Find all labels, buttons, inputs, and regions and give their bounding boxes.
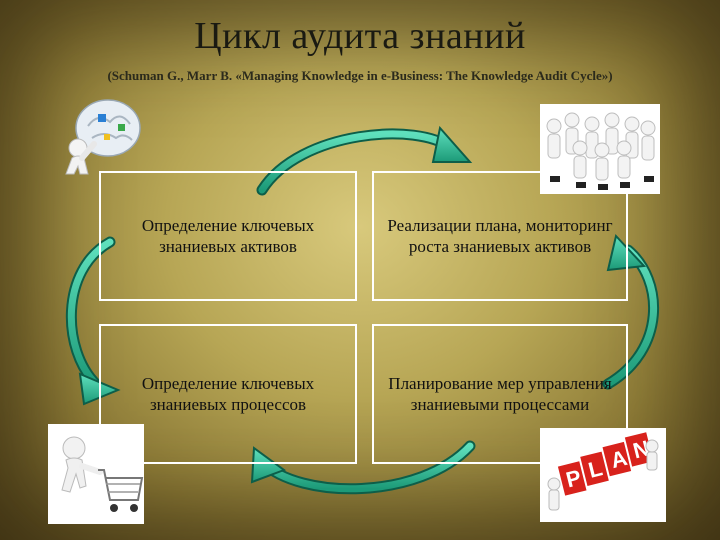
box-text: Определение ключевых знаниевых активов <box>141 216 315 256</box>
box-text: Реализации плана, мониторинг роста знани… <box>387 216 613 256</box>
cycle-box-implement-plan: Реализации плана, мониторинг роста знани… <box>372 171 628 301</box>
arrow-top <box>256 125 473 196</box>
team-figures-icon <box>540 104 660 194</box>
plan-letter: P <box>563 465 583 493</box>
cycle-box-identify-processes: Определение ключевых знаниевых процессов <box>99 324 357 464</box>
cycle-box-identify-assets: Определение ключевых знаниевых активов <box>99 171 357 301</box>
plan-figures-icon: P L A N <box>540 428 666 522</box>
plan-letter: L <box>586 455 605 483</box>
page-title: Цикл аудита знаний <box>194 15 526 57</box>
cart-figure-icon <box>48 424 144 524</box>
page-subtitle: (Schuman G., Marr B. «Managing Knowledge… <box>107 68 613 83</box>
plan-letter: A <box>608 445 630 473</box>
box-text: Определение ключевых знаниевых процессов <box>141 374 315 414</box>
box-text: Планирование мер управления знаниевыми п… <box>388 374 612 414</box>
brain-figure-icon <box>52 88 148 184</box>
cycle-box-plan-measures: Планирование мер управления знаниевыми п… <box>372 324 628 464</box>
